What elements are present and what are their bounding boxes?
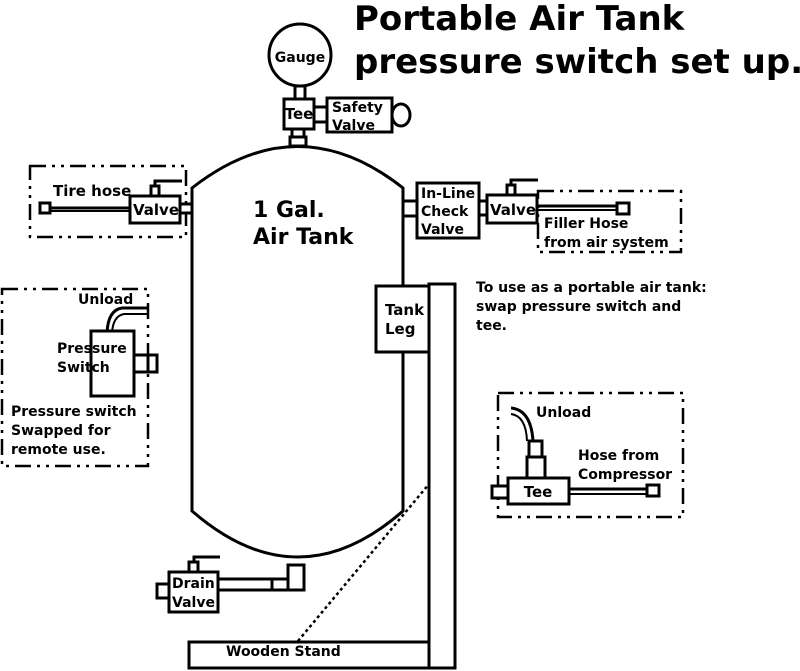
tee-swap-group: [496, 391, 685, 519]
left-valve: Valve: [128, 194, 182, 225]
gauge-label: Gauge: [275, 50, 325, 66]
pressure-switch-label-1: Pressure: [57, 341, 127, 357]
tee-left-port: [490, 484, 510, 500]
bottom-tee: Tee: [506, 476, 571, 506]
portable-note-3: tee.: [476, 318, 507, 334]
left-valve-label: Valve: [133, 201, 179, 219]
check-valve-label-1: In-Line: [421, 186, 475, 202]
top-tee-label: Tee: [285, 105, 314, 123]
gauge: Gauge: [267, 22, 333, 88]
drain-port: [286, 563, 306, 592]
safety-valve-ring: [390, 102, 412, 128]
swap-note-1: Pressure switch: [11, 404, 137, 420]
pressure-switch-label-2: Switch: [57, 360, 110, 376]
tank-leg-label-1: Tank: [385, 301, 425, 319]
title-line-2: pressure switch set up.: [354, 42, 800, 82]
drain-valve-label-1: Drain: [172, 576, 215, 592]
wooden-stand-label: Wooden Stand: [226, 644, 341, 660]
safety-valve-label-2: Valve: [332, 118, 375, 134]
right-valve: Valve: [485, 193, 539, 225]
safety-valve: Safety Valve: [325, 96, 394, 134]
drain-valve: Drain Valve: [167, 570, 220, 614]
compressor-hose-end: [645, 483, 661, 498]
hose-compressor-label-1: Hose from: [578, 448, 659, 464]
safety-valve-nipple: [312, 105, 329, 124]
pressure-switch-port: [132, 353, 159, 374]
title-line-1: Portable Air Tank: [354, 0, 686, 39]
top-bushing-2: [288, 135, 308, 148]
left-port: [178, 202, 194, 215]
filler-hose-label-2: from air system: [544, 235, 669, 251]
unload-left-label: Unload: [78, 292, 133, 308]
check-valve: In-Line Check Valve: [415, 181, 481, 240]
right-valve-label: Valve: [490, 201, 536, 219]
tank-label-1: 1 Gal.: [253, 198, 325, 223]
drain-pipe: [216, 577, 274, 592]
filler-hose-end: [615, 201, 631, 216]
tank-label-2: Air Tank: [253, 225, 355, 250]
tire-hose-group: [28, 164, 188, 239]
hose-compressor-label-2: Compressor: [578, 467, 672, 483]
portable-note-2: swap pressure switch and: [476, 299, 681, 315]
tire-hose-end: [38, 201, 52, 215]
filler-hose-label-1: Filler Hose: [544, 216, 628, 232]
brace-hidden-line: [297, 483, 430, 642]
right-port: [401, 199, 419, 218]
swap-note-3: remote use.: [11, 442, 106, 458]
safety-valve-label-1: Safety: [332, 100, 383, 116]
air-tank: [190, 145, 405, 559]
check-valve-label-2: Check: [421, 204, 469, 220]
gauge-nipple: [293, 84, 307, 101]
tank-leg: Tank Leg: [374, 284, 431, 354]
unload-tube-right: [510, 406, 535, 442]
drain-valve-label-2: Valve: [172, 595, 215, 611]
stand-post: [427, 282, 457, 670]
tank-leg-label-2: Leg: [385, 320, 415, 338]
wooden-stand: Wooden Stand: [187, 640, 431, 670]
tire-hose-label: Tire hose: [53, 182, 131, 200]
check-valve-label-3: Valve: [421, 222, 464, 238]
filler-hose-group: [536, 189, 683, 254]
bottom-tee-label: Tee: [524, 483, 553, 501]
pressure-switch-group: [0, 287, 150, 468]
top-tee: Tee: [282, 97, 316, 131]
portable-note-1: To use as a portable air tank:: [476, 280, 707, 296]
unload-tube-left: [105, 306, 148, 334]
unload-right-label: Unload: [536, 405, 591, 421]
swap-note-2: Swapped for: [11, 423, 111, 439]
